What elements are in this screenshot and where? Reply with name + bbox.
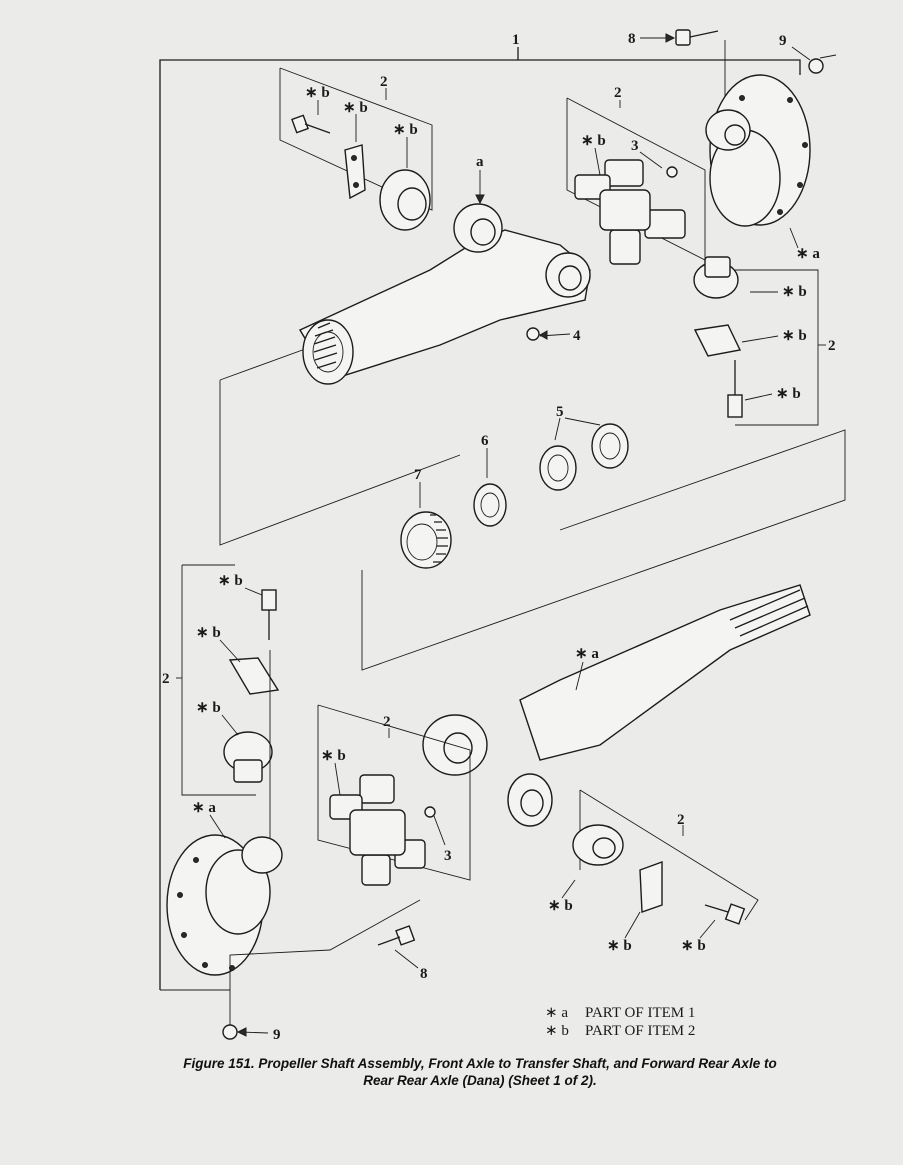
- item-2-box-top-left: 2 ∗ b ∗ b ∗ b: [279, 67, 433, 231]
- mark-b-8: ∗ b: [218, 573, 243, 589]
- flange-yoke-top: ∗ a: [705, 74, 820, 262]
- callout-9-lower: 9: [273, 1027, 281, 1043]
- callout-6: 6: [481, 433, 489, 449]
- mark-a-lower-shaft: ∗ a: [575, 646, 599, 662]
- legend-text-b: PART OF ITEM 2: [585, 1023, 695, 1039]
- item-9-top: 9: [779, 33, 837, 74]
- mark-a-lower-left: ∗ a: [192, 800, 216, 816]
- mark-a-top-right: ∗ a: [796, 246, 820, 262]
- callout-8-top: 8: [628, 31, 636, 47]
- mark-b-2: ∗ b: [343, 100, 368, 116]
- bolt-icon: [291, 114, 331, 134]
- callout-3-lower: 3: [444, 848, 452, 864]
- item-2-box-left: 2 ∗ b ∗ b ∗ b: [162, 564, 280, 860]
- callout-2c: 2: [828, 338, 836, 354]
- needle-bearing: 7: [400, 467, 452, 569]
- mark-b-6: ∗ b: [782, 328, 807, 344]
- callout-2a: 2: [380, 74, 388, 90]
- callout-a-top: a: [476, 154, 484, 170]
- callout-5: 5: [556, 404, 564, 420]
- item-1-bracket: 1: [159, 32, 801, 990]
- bearing-cap-icon: [379, 169, 431, 231]
- mark-b-4: ∗ b: [581, 133, 606, 149]
- lower-shaft: ∗ a: [422, 584, 811, 827]
- mark-b-10: ∗ b: [196, 700, 221, 716]
- item-8-9-lower: 8 9: [160, 899, 428, 1043]
- universal-joint-cross-lower-icon: [329, 774, 426, 886]
- mark-b-1: ∗ b: [305, 85, 330, 101]
- figure-caption: Figure 151. Propeller Shaft Assembly, Fr…: [60, 1055, 900, 1089]
- mark-b-7: ∗ b: [776, 386, 801, 402]
- flange-yoke-lower: ∗ a: [166, 800, 283, 976]
- item-2-box-right: 2 ∗ b ∗ b ∗ b: [693, 256, 836, 426]
- legend-mark-b: ∗ b: [545, 1023, 569, 1039]
- legend: ∗ a PART OF ITEM 1 ∗ b PART OF ITEM 2: [545, 1005, 695, 1039]
- callout-2d: 2: [162, 671, 170, 687]
- item-2-box-top-center: 2 ∗ b 3: [566, 85, 706, 265]
- mark-b-13: ∗ b: [607, 938, 632, 954]
- callout-9-top: 9: [779, 33, 787, 49]
- mark-b-12: ∗ b: [548, 898, 573, 914]
- mark-b-9: ∗ b: [196, 625, 221, 641]
- caption-line-1: Figure 151. Propeller Shaft Assembly, Fr…: [183, 1056, 777, 1071]
- seal-rings: 5 6: [473, 404, 629, 527]
- callout-3-top: 3: [631, 138, 639, 154]
- mark-b-5: ∗ b: [782, 284, 807, 300]
- mark-b-14: ∗ b: [681, 938, 706, 954]
- callout-2f: 2: [677, 812, 685, 828]
- callout-2b: 2: [614, 85, 622, 101]
- item-2-box-lower-center: 2 ∗ b 3: [317, 704, 471, 886]
- legend-text-a: PART OF ITEM 1: [585, 1005, 695, 1021]
- item-4-fitting: 4: [526, 327, 581, 344]
- callout-7: 7: [414, 467, 422, 483]
- callout-2e: 2: [383, 714, 391, 730]
- slip-yoke-shaft: a: [298, 154, 591, 385]
- mark-b-11: ∗ b: [321, 748, 346, 764]
- universal-joint-cross-icon: [574, 159, 686, 265]
- legend-mark-a: ∗ a: [545, 1005, 568, 1021]
- caption-line-2: Rear Rear Axle (Dana) (Sheet 1 of 2).: [363, 1073, 597, 1088]
- callout-8-lower: 8: [420, 966, 428, 982]
- mark-b-3: ∗ b: [393, 122, 418, 138]
- lock-strap-icon: [344, 144, 366, 200]
- callout-4: 4: [573, 328, 581, 344]
- item-2-box-bottom-right: 2 ∗ b ∗ b ∗ b: [548, 789, 759, 954]
- callout-1: 1: [512, 32, 520, 48]
- item-8-top: 8: [628, 29, 726, 96]
